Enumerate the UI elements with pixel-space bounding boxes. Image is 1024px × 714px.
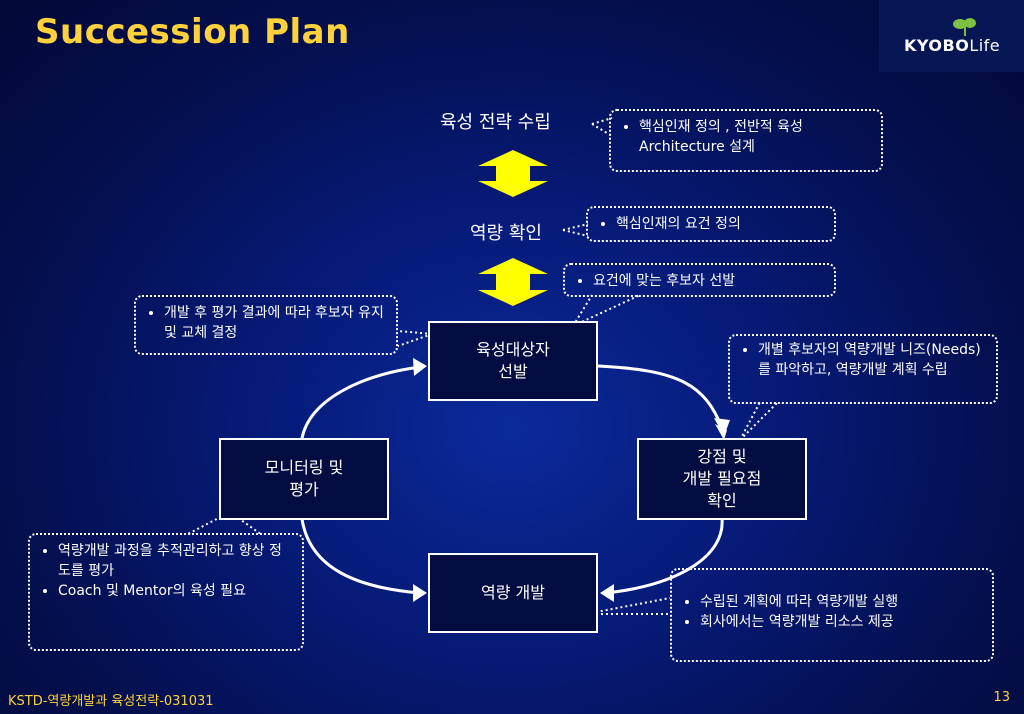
node-strengths-line-2: 개발 필요점	[682, 469, 762, 488]
note-item: Coach 및 Mentor의 육성 필요	[58, 581, 292, 601]
node-develop-line-1: 역량 개발	[481, 583, 545, 602]
sprout-icon	[953, 18, 976, 36]
note-competency: 핵심인재의 요건 정의	[586, 206, 836, 242]
cycle-arc-monitor-to-select	[300, 365, 421, 439]
note-item: 역량개발 과정을 추적관리하고 향상 정도를 평가	[58, 541, 292, 581]
node-monitor-line-1: 모니터링 및	[264, 458, 344, 477]
note-item: 개별 후보자의 역량개발 니즈(Needs)를 파악하고, 역량개발 계획 수립	[758, 340, 986, 380]
double-arrow-1	[478, 150, 548, 197]
node-select-line-1: 육성대상자	[476, 340, 550, 359]
node-select-line-2: 선발	[498, 362, 528, 381]
note-item: 개발 후 평가 결과에 따라 후보자 유지 및 교체 결정	[164, 303, 386, 343]
note-item: 회사에서는 역량개발 리소스 제공	[700, 612, 982, 632]
logo-suffix: Life	[969, 36, 1001, 55]
footer-document-id: KSTD-역량개발과 육성전략-031031	[8, 694, 214, 709]
kyobo-life-logo: KYOBOLife	[879, 0, 1024, 72]
stage-competency-label: 역량 확인	[470, 223, 542, 244]
stage-strategy-label: 육성 전략 수립	[440, 112, 551, 133]
node-competency-development: 역량 개발	[428, 553, 598, 633]
note-evaluate: 개발 후 평가 결과에 따라 후보자 유지 및 교체 결정	[134, 295, 398, 355]
cycle-arc-strengths-to-develop	[605, 518, 724, 595]
node-strengths-line-3: 확인	[707, 491, 737, 510]
note-monitor: 역량개발 과정을 추적관리하고 향상 정도를 평가 Coach 및 Mentor…	[28, 533, 304, 651]
double-arrow-2	[478, 258, 548, 306]
cycle-arc-monitor-to-develop	[300, 518, 421, 595]
note-select: 요건에 맞는 후보자 선발	[563, 263, 836, 297]
node-monitor-line-2: 평가	[289, 480, 319, 499]
note-needs: 개별 후보자의 역량개발 니즈(Needs)를 파악하고, 역량개발 계획 수립	[728, 334, 998, 404]
note-item: 핵심인재 정의 , 전반적 육성 Architecture 설계	[639, 117, 871, 157]
cycle-arc-select-to-strengths	[597, 364, 724, 429]
note-strategy: 핵심인재 정의 , 전반적 육성 Architecture 설계	[609, 109, 883, 172]
note-item: 요건에 맞는 후보자 선발	[593, 271, 824, 291]
logo-text: KYOBOLife	[904, 36, 1000, 55]
logo-brand: KYOBO	[904, 36, 970, 55]
page-number: 13	[993, 690, 1010, 705]
note-execute: 수립된 계획에 따라 역량개발 실행 회사에서는 역량개발 리소스 제공	[670, 568, 994, 662]
note-item: 핵심인재의 요건 정의	[616, 214, 824, 234]
slide-title: Succession Plan	[35, 12, 350, 52]
node-strengths-line-1: 강점 및	[697, 447, 747, 466]
note-item: 수립된 계획에 따라 역량개발 실행	[700, 592, 982, 612]
